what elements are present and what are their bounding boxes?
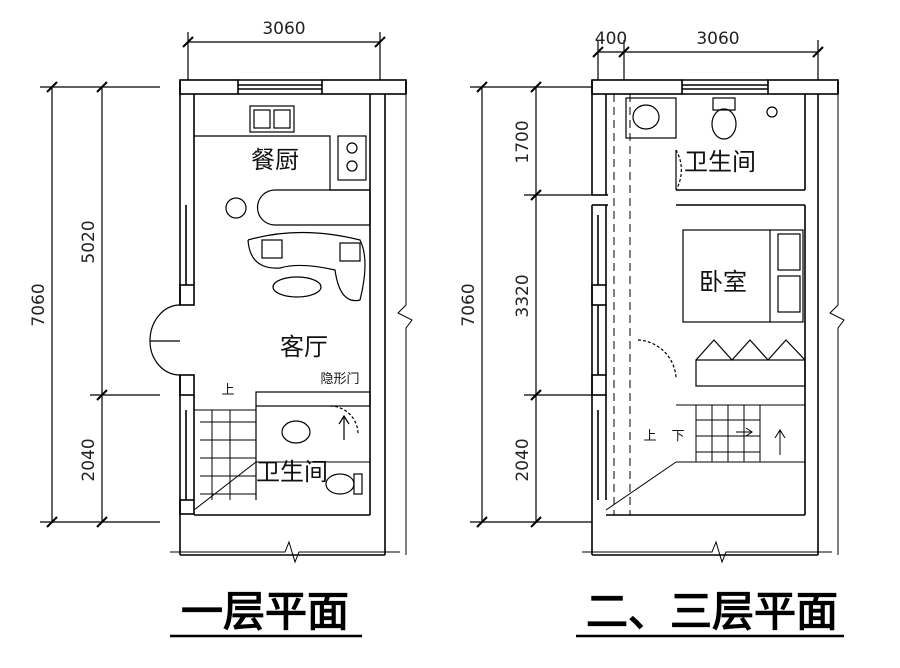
entrance-door-1f (149, 304, 181, 376)
room-kitchen-label: 餐厨 (251, 146, 299, 174)
void-dashed-lines (613, 94, 631, 515)
kitchen-counter (194, 105, 370, 191)
dim-23f-top (592, 40, 824, 80)
bathroom-23f (625, 97, 778, 191)
dim-23f-left (470, 81, 592, 528)
room-bath-1f-label: 卫生间 (256, 458, 328, 486)
walls-1f (170, 79, 413, 564)
dim-1f-lower-label: 2040 (79, 438, 99, 481)
dim-1f-total-label: 7060 (29, 283, 49, 326)
dim-23f-width-label: 3060 (696, 29, 739, 49)
bedroom-furniture (637, 229, 806, 387)
dim-1f-upper-label: 5020 (79, 220, 99, 263)
dim-23f-mid-label: 3320 (513, 274, 533, 317)
room-living-label: 客厅 (280, 333, 328, 361)
hidden-door-label: 隐形门 (320, 372, 359, 387)
room-bedroom-label: 卧室 (699, 268, 747, 296)
stair-down-label-23f: 下 (671, 429, 684, 444)
dim-1f-width (182, 32, 386, 80)
dim-23f-offset-label: 400 (595, 29, 627, 49)
room-bath-23f-label: 卫生间 (684, 148, 756, 176)
caption-23f: 二、三层平面 (586, 587, 838, 636)
dim-1f-left (40, 81, 160, 528)
dim-1f-width-label: 3060 (262, 19, 305, 39)
stair-up-label-1f: 上 (221, 383, 234, 398)
dim-23f-upper-label: 1700 (513, 120, 533, 163)
caption-1f: 一层平面 (181, 587, 349, 636)
walls-23f (582, 79, 845, 564)
plan-1f: 3060 7060 5020 2040 (29, 19, 413, 638)
plan-23f: 400 3060 7060 1700 3320 2040 (459, 29, 845, 638)
dim-23f-lower-label: 2040 (513, 438, 533, 481)
dining-furniture (225, 189, 371, 302)
stairs-23f (605, 404, 805, 511)
stair-up-label-23f: 上 (643, 429, 656, 444)
dim-23f-total-label: 7060 (459, 283, 479, 326)
stairs-1f (193, 409, 370, 511)
